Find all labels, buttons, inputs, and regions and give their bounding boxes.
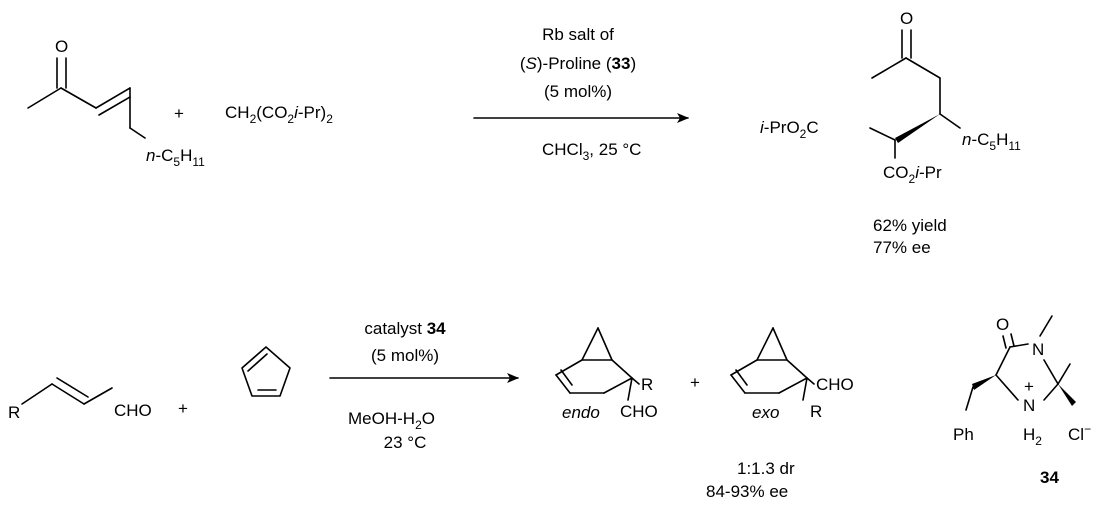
catalyst-line1: catalyst 34: [364, 319, 446, 338]
product-alkyl: n-C5H11: [962, 130, 1021, 153]
exo-product-structure: CHO R exo: [730, 327, 854, 422]
product-ester-left: i-PrO2C: [760, 118, 819, 141]
endo-product-structure: R CHO endo: [555, 327, 658, 422]
cyclopentadiene-structure: [241, 346, 291, 397]
catalyst-chloride: Cl−: [1068, 422, 1091, 444]
catalyst-34-structure: O N + N H2 Ph Cl− 34: [953, 315, 1091, 487]
conditions-below: CHCl3, 25 °C: [542, 140, 641, 163]
exo-label: exo: [752, 403, 779, 422]
endo-cho: CHO: [620, 402, 658, 421]
product-ester-bottom: CO2i-Pr: [883, 163, 942, 186]
enal-structure: R CHO: [8, 377, 152, 422]
michael-product-structure: O i-PrO2C n-C5H11 CO2i-Pr: [760, 9, 1021, 186]
catalyst-line2: (5 mol%): [371, 346, 439, 365]
ee-text-1: 77% ee: [873, 238, 931, 257]
ee-text-2: 84-93% ee: [706, 482, 788, 501]
product-oxygen: O: [900, 9, 913, 28]
yield-text: 62% yield: [873, 216, 947, 235]
malonate-reagent: CH2(CO2i-Pr)2: [225, 103, 333, 126]
plus-sign-2: +: [178, 399, 188, 418]
catalyst-n-amide: N: [1032, 340, 1044, 359]
enone-alkyl: n-C5H11: [146, 146, 205, 169]
conditions-line3: (5 mol%): [544, 82, 612, 101]
enal-r-group: R: [8, 403, 20, 422]
conditions-line1: Rb salt of: [542, 25, 614, 44]
catalyst-oxygen: O: [996, 315, 1009, 334]
endo-label: endo: [562, 403, 600, 422]
catalyst-label: 34: [1040, 468, 1059, 487]
catalyst-nh2: N: [1023, 396, 1035, 415]
plus-sign-3: +: [690, 373, 700, 392]
catalyst-plus-charge: +: [1024, 377, 1034, 396]
conditions-line2: (S)-Proline (33): [520, 54, 636, 73]
catalyst-h2: H2: [1023, 425, 1042, 448]
enone-structure: O n-C5H11: [27, 37, 205, 169]
exo-r-group: R: [810, 402, 822, 421]
catalyst-phenyl: Ph: [953, 425, 974, 444]
dr-text: 1:1.3 dr: [737, 459, 795, 478]
plus-sign-1: +: [174, 104, 184, 123]
exo-cho: CHO: [816, 375, 854, 394]
solvent-line: MeOH-H2O: [348, 409, 435, 432]
enal-cho: CHO: [114, 401, 152, 420]
enone-oxygen: O: [55, 37, 68, 56]
endo-r-group: R: [641, 375, 653, 394]
temperature-line: 23 °C: [384, 433, 427, 452]
